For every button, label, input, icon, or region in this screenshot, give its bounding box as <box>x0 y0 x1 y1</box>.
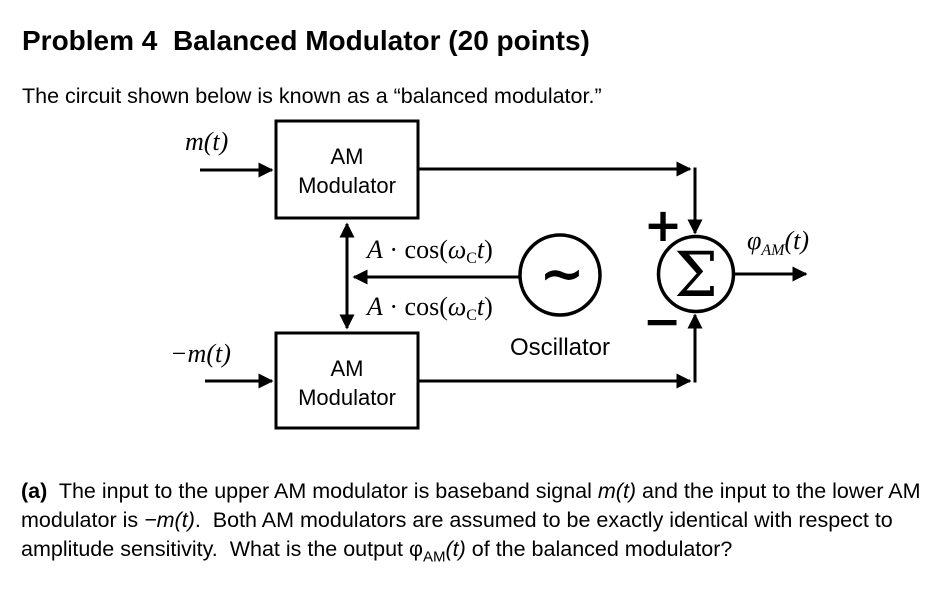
carrier-label-upper: A · cos(ωCt) <box>365 235 493 267</box>
upper-modulator-label-line1: AM <box>331 144 364 169</box>
carrier-label-lower: A · cos(ωCt) <box>365 292 493 324</box>
oscillator-tilde-icon: ∼ <box>539 242 584 305</box>
oscillator-label: Oscillator <box>510 334 610 361</box>
intro-text: The circuit shown below is known as a “b… <box>22 83 602 108</box>
phi-term: φAM(t) <box>408 536 466 565</box>
mt-term: m(t) <box>597 478 637 503</box>
upper-modulator-box <box>274 119 420 220</box>
part-a-text: (a) The input to the upper AM modulator … <box>21 478 927 565</box>
upper-modulator-label-line2: Modulator <box>298 173 396 198</box>
problem-title-bold: Problem 4 Balanced Modulator <box>22 24 441 56</box>
neg-mt-term: −m(t) <box>144 507 195 532</box>
part-a-label: (a) <box>21 478 48 503</box>
upper-input-label: m(t) <box>185 127 228 156</box>
problem-title: Problem 4 Balanced Modulator (20 points) <box>22 25 590 57</box>
oscillator-circle <box>518 233 602 317</box>
lower-modulator-label-line1: AM <box>331 356 364 381</box>
problem-title-points: (20 points) <box>440 24 590 56</box>
lower-modulator-box <box>274 331 420 430</box>
sum-symbol: Σ <box>674 238 718 311</box>
lower-input-label: −m(t) <box>170 339 231 368</box>
output-label: φAM(t) <box>747 226 809 259</box>
minus-sign: − <box>643 294 682 348</box>
lower-modulator-label-line2: Modulator <box>298 385 396 410</box>
plus-sign: + <box>644 198 683 252</box>
